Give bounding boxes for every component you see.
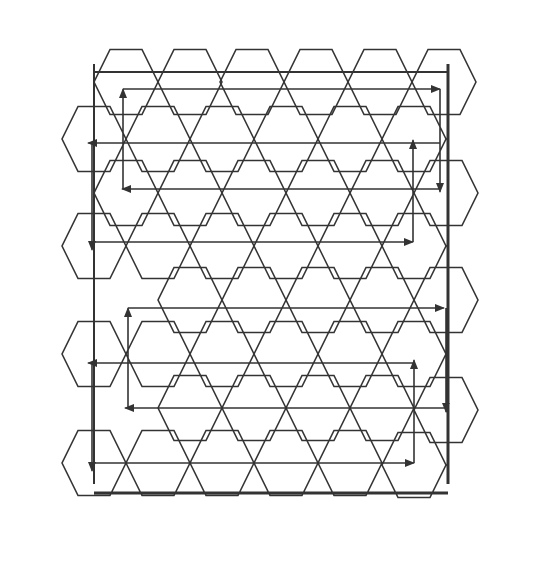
scan-frame: [93, 64, 450, 495]
hex-cell: [381, 212, 447, 280]
hex-cell: [413, 159, 479, 227]
hex-cell: [125, 212, 191, 280]
hex-cell: [349, 159, 415, 227]
hex-cell: [347, 48, 413, 116]
hex-cell: [93, 48, 159, 116]
hex-cell: [317, 212, 383, 280]
hex-cell: [189, 320, 255, 388]
hex-cell: [317, 105, 383, 173]
hex-cell: [413, 376, 479, 444]
scan-path: [87, 85, 450, 472]
hex-cell: [125, 105, 191, 173]
hex-cell: [157, 48, 223, 116]
hex-cell: [189, 212, 255, 280]
hex-cell: [381, 105, 447, 173]
hex-cell: [221, 159, 287, 227]
hex-cell: [411, 48, 477, 116]
hex-cell: [381, 431, 447, 499]
hex-cell: [219, 48, 285, 116]
hex-cell: [189, 105, 255, 173]
hex-cell: [253, 105, 319, 173]
hex-cell: [157, 266, 223, 334]
hex-cell: [285, 266, 351, 334]
hex-cell: [93, 159, 159, 227]
hex-cell: [283, 48, 349, 116]
hex-grid: [61, 48, 479, 499]
hex-cell: [221, 266, 287, 334]
hex-cell: [349, 266, 415, 334]
hex-cell: [125, 320, 191, 388]
hex-cell: [157, 159, 223, 227]
hex-cell: [413, 266, 479, 334]
hex-cell: [317, 320, 383, 388]
hex-cell: [253, 320, 319, 388]
hex-cell: [285, 159, 351, 227]
hex-cell: [253, 212, 319, 280]
